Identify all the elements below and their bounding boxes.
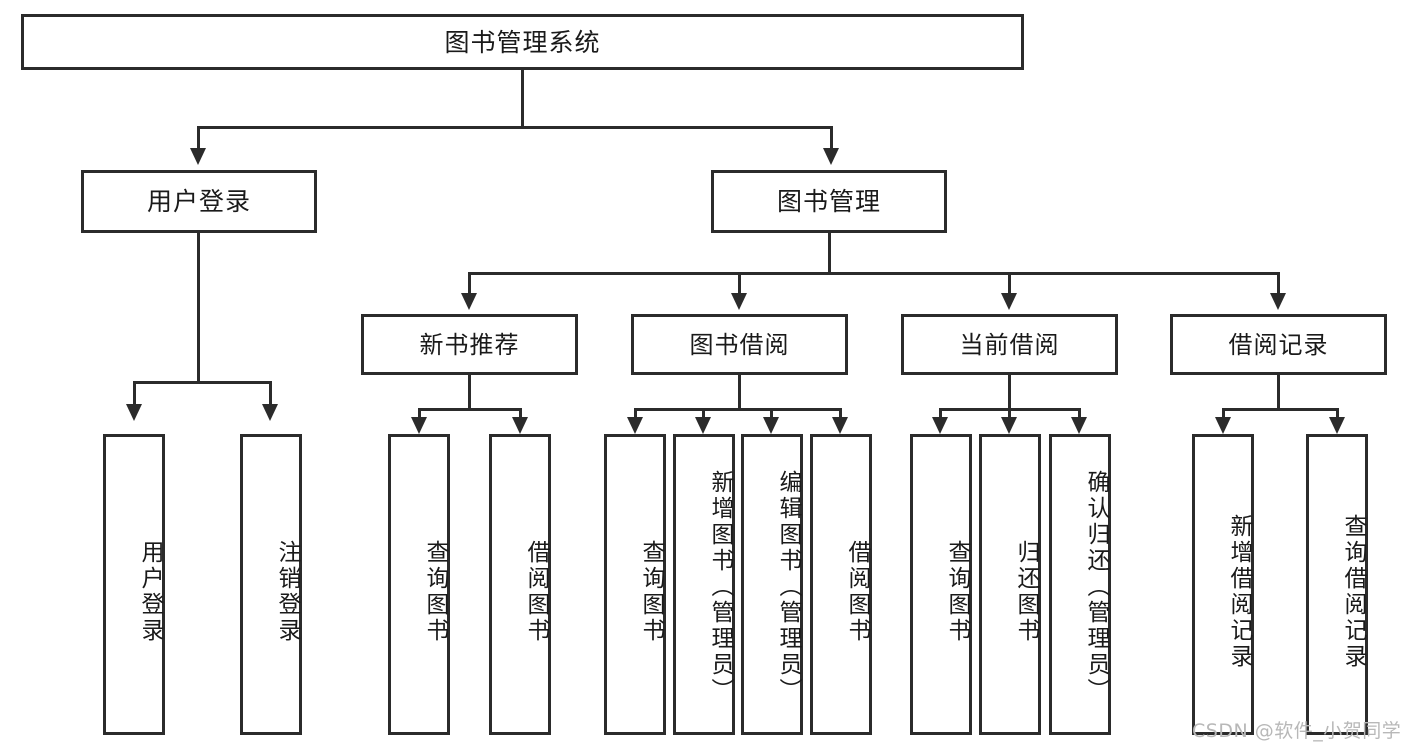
arrow-cb-leaf-2	[1001, 417, 1017, 434]
connector-new-book-bus	[418, 408, 522, 411]
connector-user-login-drop-1	[133, 381, 136, 407]
connector-user-login-drop-2	[269, 381, 272, 407]
node-label: 归还图书	[1013, 539, 1039, 644]
connector-bb-drop-1	[634, 408, 637, 420]
connector-book-borrow-bus	[634, 408, 842, 411]
leaf-borrow-record-add-record[interactable]: 新增借阅记录	[1192, 434, 1254, 735]
arrow-br-leaf-1	[1215, 417, 1231, 434]
arrow-bb-leaf-2	[695, 417, 711, 434]
arrow-root-to-user-login	[190, 148, 206, 165]
arrow-bm-to-current-borrow	[1001, 293, 1017, 310]
connector-root-stem	[521, 70, 524, 126]
node-root-book-management-system[interactable]: 图书管理系统	[21, 14, 1024, 70]
connector-book-borrow-stem	[738, 375, 741, 408]
arrow-bm-to-new-book	[461, 293, 477, 310]
connector-bb-drop-2	[702, 408, 705, 420]
node-label: 查询图书	[422, 539, 448, 644]
arrow-bm-to-book-borrow	[731, 293, 747, 310]
node-label: 图书借阅	[689, 330, 790, 359]
connector-user-login-bus	[133, 381, 272, 384]
node-label: 注销登录	[274, 539, 300, 644]
connector-root-to-user-login	[197, 126, 200, 151]
node-user-login[interactable]: 用户登录	[81, 170, 317, 233]
node-book-borrow[interactable]: 图书借阅	[631, 314, 848, 375]
connector-cb-drop-2	[1008, 408, 1011, 420]
node-current-borrow[interactable]: 当前借阅	[901, 314, 1118, 375]
arrow-cb-leaf-1	[932, 417, 948, 434]
arrow-bb-leaf-3	[763, 417, 779, 434]
leaf-new-book-query-book[interactable]: 查询图书	[388, 434, 450, 735]
node-label: 图书管理系统	[444, 27, 601, 57]
arrow-bm-to-borrow-record	[1270, 293, 1286, 310]
leaf-user-login-login[interactable]: 用户登录	[103, 434, 165, 735]
leaf-borrow-record-query-record[interactable]: 查询借阅记录	[1306, 434, 1368, 735]
connector-new-book-stem	[468, 375, 471, 408]
node-label: 查询借阅记录	[1340, 513, 1366, 670]
leaf-book-borrow-edit-book-admin[interactable]: 编辑图书（管理员）	[741, 434, 803, 735]
arrow-cb-leaf-3	[1071, 417, 1087, 434]
node-label: 确认归还（管理员）	[1083, 469, 1109, 704]
arrow-nb-leaf-1	[411, 417, 427, 434]
leaf-book-borrow-add-book-admin[interactable]: 新增图书（管理员）	[673, 434, 735, 735]
node-label: 借阅记录	[1228, 330, 1329, 359]
leaf-book-borrow-query-book[interactable]: 查询图书	[604, 434, 666, 735]
leaf-new-book-borrow-book[interactable]: 借阅图书	[489, 434, 551, 735]
arrow-user-login-leaf-2	[262, 404, 278, 421]
arrow-root-to-book-management	[823, 148, 839, 165]
node-label: 查询图书	[638, 539, 664, 644]
node-label: 当前借阅	[959, 330, 1060, 359]
node-label: 图书管理	[776, 187, 881, 216]
node-borrow-record[interactable]: 借阅记录	[1170, 314, 1387, 375]
connector-bb-drop-4	[839, 408, 842, 420]
arrow-bb-leaf-4	[832, 417, 848, 434]
node-label: 编辑图书（管理员）	[775, 469, 801, 704]
node-label: 新书推荐	[419, 330, 520, 359]
connector-bb-drop-3	[770, 408, 773, 420]
connector-bm-drop-4	[1277, 272, 1280, 296]
connector-root-to-book-management	[830, 126, 833, 151]
connector-bm-drop-1	[468, 272, 471, 296]
leaf-book-borrow-borrow-book[interactable]: 借阅图书	[810, 434, 872, 735]
connector-nb-drop-2	[519, 408, 522, 420]
connector-bm-drop-3	[1008, 272, 1011, 296]
arrow-br-leaf-2	[1329, 417, 1345, 434]
csdn-watermark: CSDN @软件_小贺同学	[1192, 720, 1402, 742]
connector-br-drop-1	[1222, 408, 1225, 420]
connector-cb-drop-3	[1078, 408, 1081, 420]
connector-br-drop-2	[1336, 408, 1339, 420]
leaf-current-borrow-return-book[interactable]: 归还图书	[979, 434, 1041, 735]
connector-bm-drop-2	[738, 272, 741, 296]
node-label: 用户登录	[146, 187, 251, 216]
connector-nb-drop-1	[418, 408, 421, 420]
node-label: 新增图书（管理员）	[707, 469, 733, 704]
connector-user-login-stem	[197, 233, 200, 381]
node-label: 查询图书	[944, 539, 970, 644]
node-new-book-recommend[interactable]: 新书推荐	[361, 314, 578, 375]
arrow-bb-leaf-1	[627, 417, 643, 434]
arrow-user-login-leaf-1	[126, 404, 142, 421]
node-label: 借阅图书	[844, 539, 870, 644]
node-book-management[interactable]: 图书管理	[711, 170, 947, 233]
node-label: 新增借阅记录	[1226, 513, 1252, 670]
connector-book-management-stem	[828, 233, 831, 272]
node-label: 用户登录	[137, 539, 163, 644]
connector-cb-drop-1	[939, 408, 942, 420]
connector-borrow-record-stem	[1277, 375, 1280, 408]
leaf-current-borrow-confirm-return-admin[interactable]: 确认归还（管理员）	[1049, 434, 1111, 735]
arrow-nb-leaf-2	[512, 417, 528, 434]
leaf-current-borrow-query-book[interactable]: 查询图书	[910, 434, 972, 735]
connector-borrow-record-bus	[1222, 408, 1339, 411]
connector-current-borrow-stem	[1008, 375, 1011, 408]
connector-book-management-bus	[468, 272, 1280, 275]
connector-root-bus	[197, 126, 833, 129]
leaf-user-login-logout[interactable]: 注销登录	[240, 434, 302, 735]
node-label: 借阅图书	[523, 539, 549, 644]
